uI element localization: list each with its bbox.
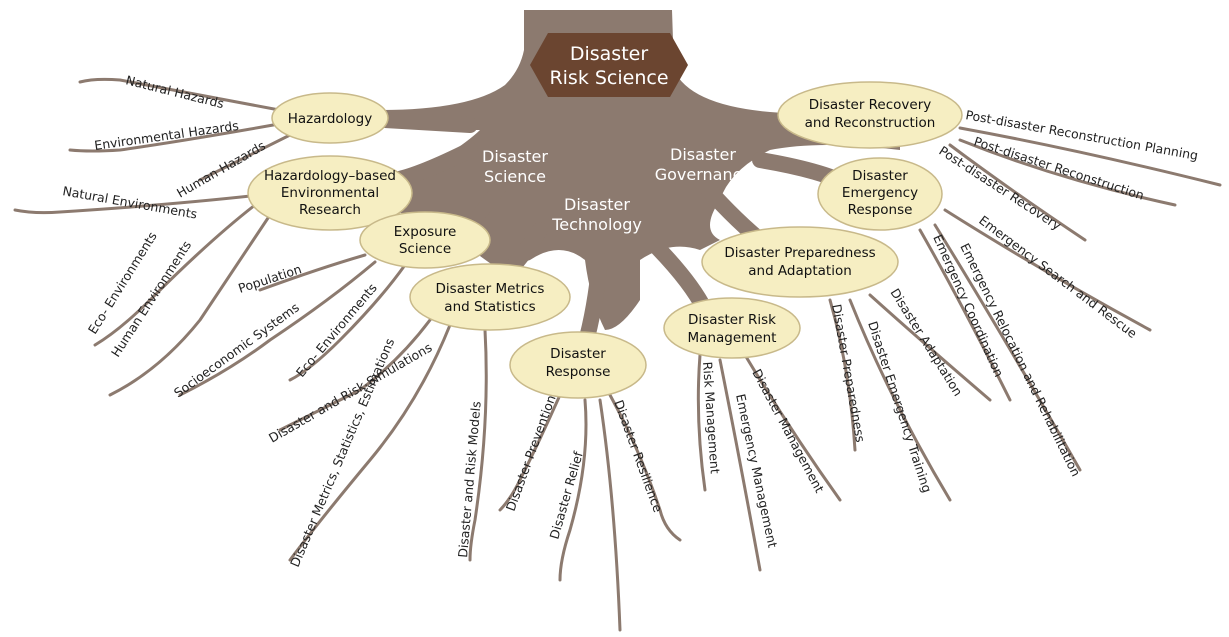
root-relief bbox=[558, 398, 588, 582]
node-response-line1: Disaster bbox=[550, 346, 606, 362]
leaf-natural-hazards: Natural Hazards bbox=[124, 72, 225, 111]
root-natural-env bbox=[13, 193, 262, 215]
leaf-eco-environments-1: Eco- Environments bbox=[85, 229, 160, 337]
branch-to-hazardology bbox=[377, 112, 478, 133]
node-exposure-science: Exposure Science bbox=[359, 211, 491, 269]
tree-branches bbox=[13, 10, 1222, 632]
node-hazenv-line3: Research bbox=[299, 202, 361, 218]
root-metrics bbox=[288, 323, 452, 562]
node-metrics-line1: Disaster Metrics bbox=[436, 281, 545, 297]
root-planning bbox=[958, 126, 1222, 187]
root-eco-env-2 bbox=[288, 263, 407, 382]
root-adaptation bbox=[868, 293, 992, 402]
root-relocation bbox=[933, 223, 1082, 472]
node-riskmgmt-line2: Management bbox=[688, 330, 777, 346]
science-line2: Science bbox=[484, 167, 546, 186]
node-disaster-response: Disaster Response bbox=[509, 331, 647, 399]
root-sim bbox=[278, 318, 432, 432]
node-exposure-line2: Science bbox=[399, 241, 451, 257]
node-preparedness-adaptation: Disaster Preparedness and Adaptation bbox=[701, 226, 899, 298]
root-human-hazards bbox=[198, 133, 292, 182]
root-emergencymgmt bbox=[718, 358, 762, 572]
leaf-socioeconomic-systems: Socioeconomic Systems bbox=[171, 300, 302, 401]
leaf-population: Population bbox=[236, 261, 303, 296]
root-preparedness bbox=[828, 298, 857, 452]
node-emergency-line1: Disaster bbox=[852, 168, 908, 184]
node-hazardology-line1: Hazardology bbox=[288, 111, 373, 127]
science-line1: Disaster bbox=[482, 147, 548, 166]
node-hazenv-line1: Hazardology–based bbox=[264, 168, 396, 184]
title-banner: Disaster Risk Science bbox=[530, 33, 688, 97]
root-recovery bbox=[948, 143, 1087, 242]
trunk-body bbox=[370, 10, 900, 330]
node-preparedness-line1: Disaster Preparedness bbox=[724, 245, 875, 261]
node-recovery-line2: and Reconstruction bbox=[805, 115, 936, 131]
node-metrics-statistics: Disaster Metrics and Statistics bbox=[409, 263, 571, 331]
leaf-risk-management: Risk Management bbox=[700, 361, 723, 474]
node-risk-management: Disaster Risk Management bbox=[663, 297, 801, 359]
node-response-line2: Response bbox=[546, 364, 611, 380]
branch-to-riskmgmt bbox=[642, 232, 713, 318]
root-search bbox=[943, 208, 1152, 332]
node-emergency-line3: Response bbox=[848, 202, 913, 218]
node-hazardology: Hazardology bbox=[271, 92, 389, 144]
root-coordination bbox=[918, 228, 1012, 402]
governance-line2: Governance bbox=[655, 165, 752, 184]
root-models bbox=[468, 328, 488, 562]
node-hazardology-environmental: Hazardology–based Environmental Research bbox=[247, 155, 413, 231]
root-disastermgmt bbox=[743, 353, 842, 502]
node-riskmgmt-line1: Disaster Risk bbox=[688, 312, 776, 328]
root-eco-env-1 bbox=[93, 203, 257, 347]
root-population bbox=[258, 253, 367, 292]
root-prevention bbox=[498, 393, 562, 512]
leaf-disaster-prevention: Disaster Prevention bbox=[503, 393, 559, 513]
node-preparedness-line2: and Adaptation bbox=[748, 263, 852, 279]
technology-line2: Technology bbox=[551, 215, 642, 234]
node-exposure-line1: Exposure bbox=[394, 224, 457, 240]
technology-line1: Disaster bbox=[564, 195, 630, 214]
node-recovery-reconstruction: Disaster Recovery and Reconstruction bbox=[777, 81, 963, 149]
governance-line1: Disaster bbox=[670, 145, 736, 164]
leaf-disaster-preparedness: Disaster Preparedness bbox=[829, 303, 868, 444]
node-emergency-line2: Emergency bbox=[842, 185, 918, 201]
root-environmental-hazards bbox=[68, 120, 292, 153]
root-resilience bbox=[608, 393, 682, 542]
root-reconstruction bbox=[958, 138, 1177, 207]
leaf-disaster-resilience: Disaster Resilience bbox=[611, 398, 666, 515]
root-socioeconomic bbox=[178, 260, 377, 397]
discipline-nodes: Hazardology Hazardology–based Environmen… bbox=[247, 81, 963, 399]
root-natural-hazards bbox=[78, 77, 292, 114]
root-training bbox=[848, 298, 952, 502]
main-root-labels: Disaster Science Disaster Governance Dis… bbox=[482, 145, 751, 234]
node-metrics-line2: and Statistics bbox=[444, 299, 535, 315]
leaf-eco-environments-2: Eco- Environments bbox=[293, 280, 380, 380]
node-emergency-response: Disaster Emergency Response bbox=[817, 157, 943, 231]
leaf-environmental-hazards: Environmental Hazards bbox=[93, 118, 239, 153]
title-hexagon bbox=[530, 33, 688, 97]
node-recovery-line1: Disaster Recovery bbox=[809, 97, 932, 113]
root-bottom bbox=[598, 398, 622, 632]
root-riskmgmt bbox=[696, 353, 707, 492]
title-line1: Disaster bbox=[570, 43, 648, 65]
node-hazenv-line2: Environmental bbox=[281, 185, 379, 201]
root-human-env bbox=[108, 213, 272, 397]
title-line2: Risk Science bbox=[549, 67, 668, 89]
